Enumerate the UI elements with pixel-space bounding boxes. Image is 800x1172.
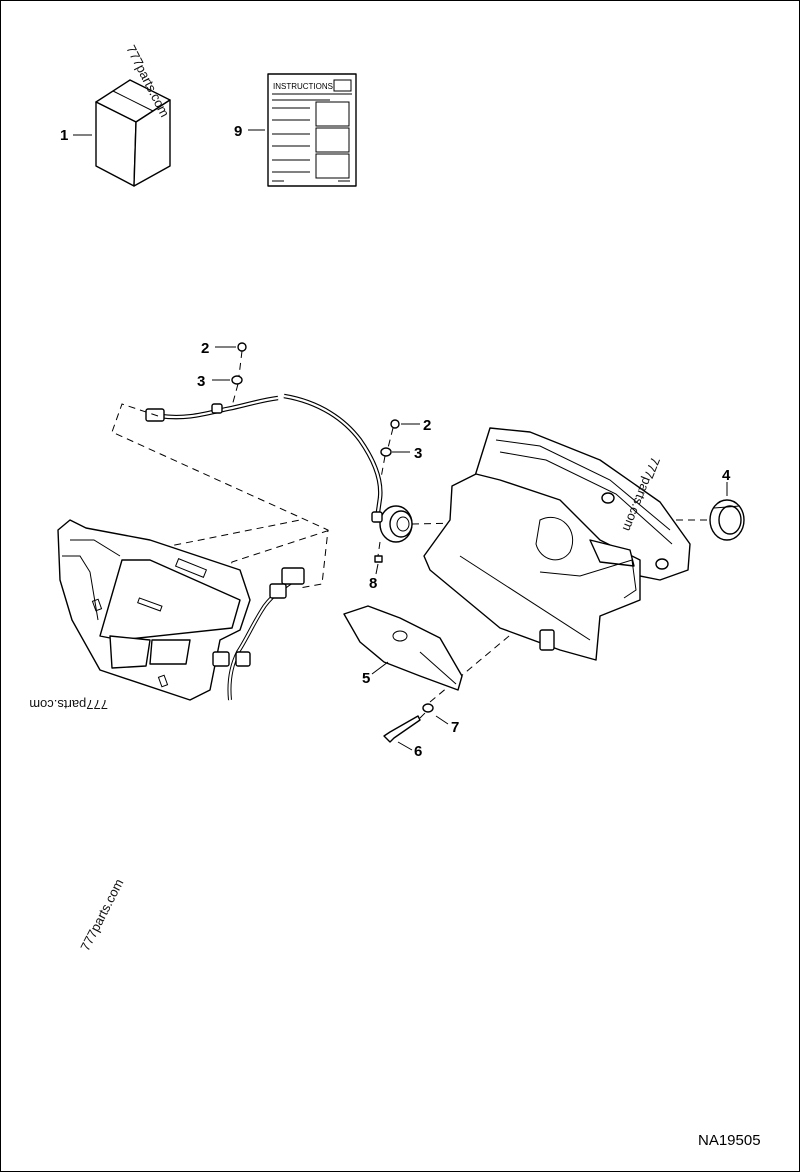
- leader-8: [375, 563, 379, 575]
- item-2-nut-right: [390, 419, 400, 429]
- callout-7: 7: [451, 719, 459, 736]
- watermark-bottom: 777parts.com: [77, 876, 126, 953]
- dashed-route-connector: [211, 529, 331, 621]
- item-4-bezel-ring: [709, 499, 745, 541]
- instructions-title: INSTRUCTIONS: [273, 82, 333, 91]
- leader-5: [371, 661, 389, 675]
- callout-2a: 2: [201, 340, 209, 357]
- leader-7: [435, 715, 449, 725]
- item-7-washer: [422, 703, 434, 713]
- right-panel-assembly: [423, 427, 691, 661]
- callout-1: 1: [60, 127, 68, 144]
- callout-8: 8: [369, 575, 377, 592]
- callout-3b: 3: [414, 445, 422, 462]
- callout-4: 4: [722, 467, 731, 484]
- item-1-box: [95, 79, 171, 187]
- item-9-instructions: INSTRUCTIONS: [267, 73, 357, 187]
- callout-3a: 3: [197, 373, 205, 390]
- callout-2b: 2: [423, 417, 431, 434]
- callout-5: 5: [362, 670, 370, 687]
- callout-6: 6: [414, 743, 422, 760]
- left-mounting-bracket: [57, 519, 251, 701]
- item-3-clip-upper: [231, 350, 243, 407]
- dashed-route-bracket: [69, 519, 301, 561]
- wire-harness: [145, 393, 383, 513]
- connector-harness: [212, 567, 305, 701]
- item-8-screw: [374, 541, 383, 563]
- horn-assembly: [371, 505, 413, 543]
- item-6-bolt: [383, 711, 427, 743]
- dashed-route-harness: [111, 403, 329, 589]
- callout-9: 9: [234, 123, 242, 140]
- item-2-nut-upper: [237, 342, 247, 352]
- document-id: NA19505: [698, 1132, 761, 1149]
- item-3-clip-right: [380, 427, 394, 479]
- watermark-left: 777parts.com: [29, 697, 108, 712]
- leader-6: [397, 741, 413, 751]
- item-5-bracket-plate: [343, 605, 463, 691]
